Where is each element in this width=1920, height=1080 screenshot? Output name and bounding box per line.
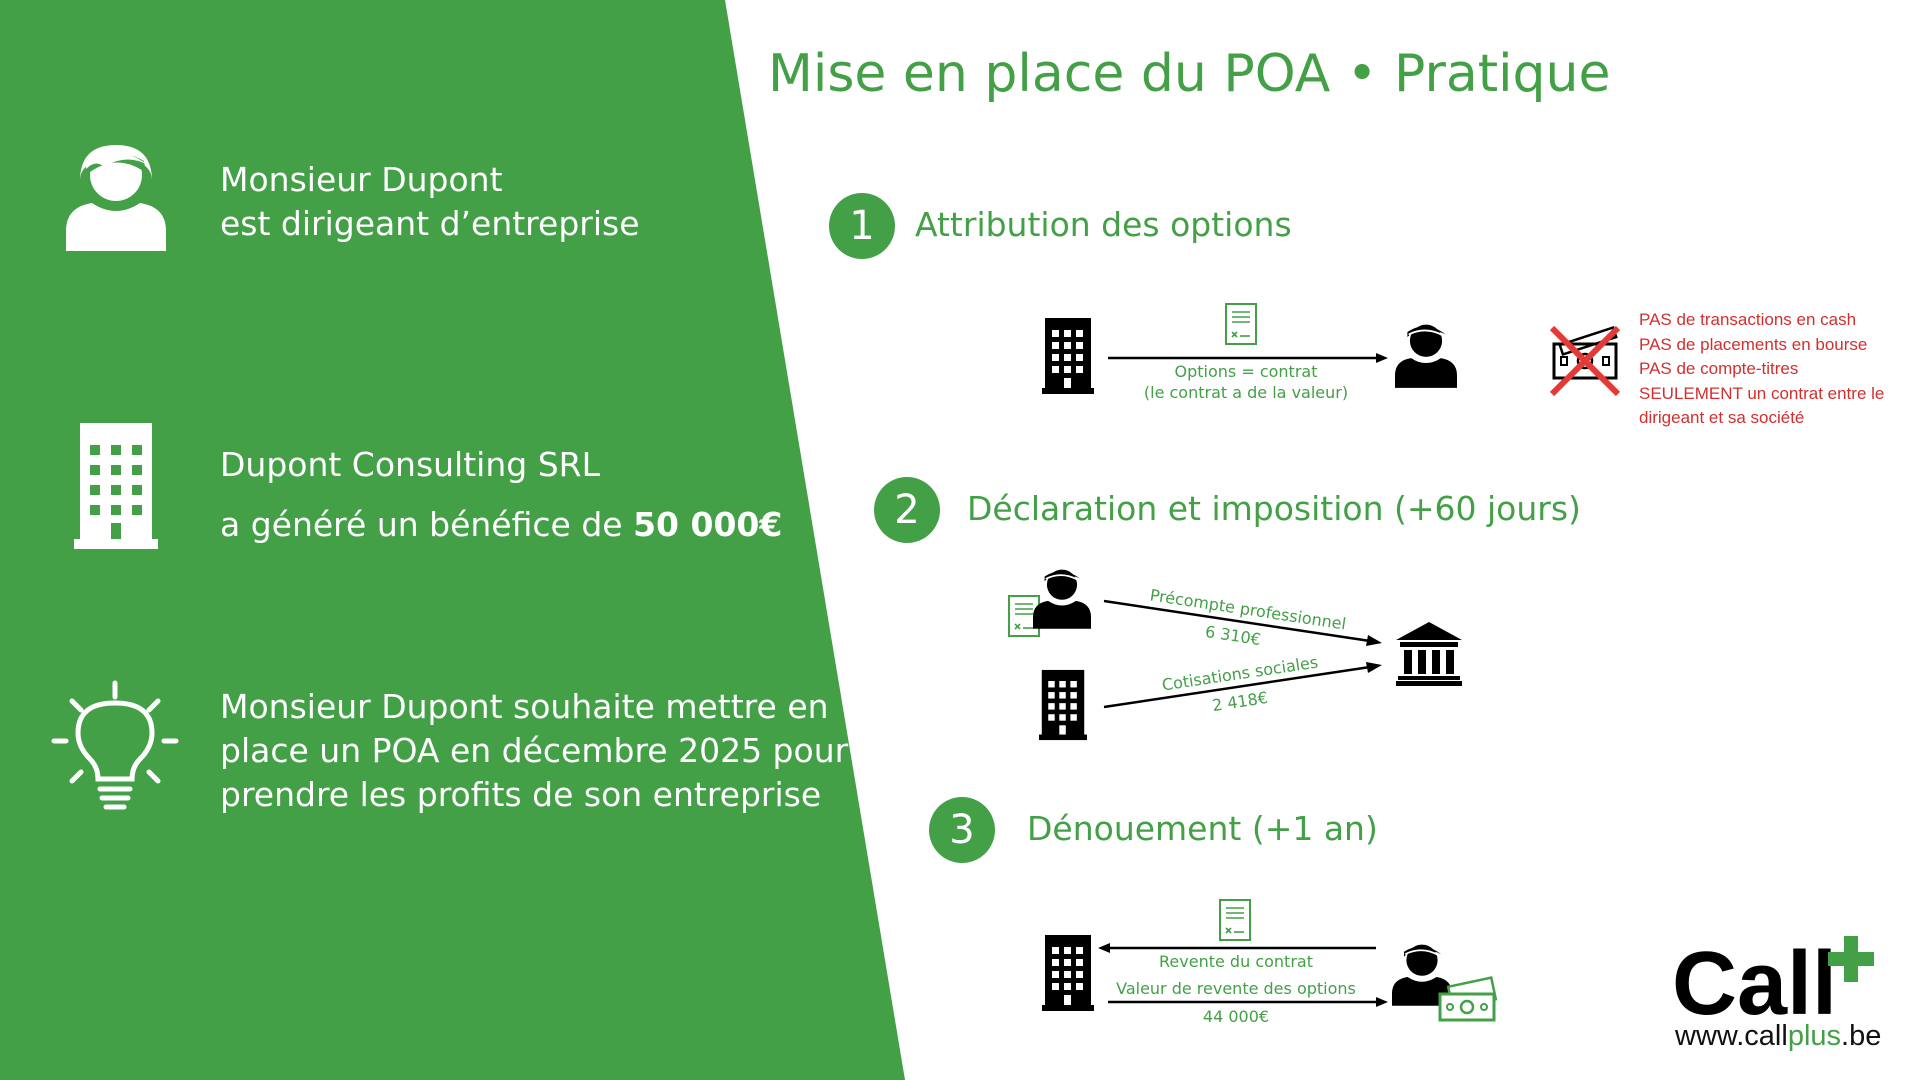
url-prefix: www.call: [1675, 1020, 1788, 1052]
step3-title: Dénouement (+1 an): [1027, 809, 1378, 848]
item3-line3: prendre les profits de son entreprise: [220, 775, 822, 814]
warning-item: PAS de compte-titres: [1639, 359, 1799, 378]
page-title: Mise en place du POA • Pratique: [768, 44, 1611, 104]
person-icon: [66, 145, 166, 251]
director-icon-step3: [1392, 944, 1452, 1006]
step1-arrow-label2: (le contrat a de la valeur): [1143, 383, 1349, 402]
warnings-list: PAS de transactions en cash PAS de place…: [1639, 308, 1884, 431]
item2-line1: Dupont Consulting SRL: [220, 445, 600, 484]
step1-number: 1: [829, 193, 895, 259]
step3-number: 3: [929, 797, 995, 863]
contract-resale-label: Revente du contrat: [1159, 952, 1313, 971]
arrow-company-to-director-payment: [1108, 997, 1388, 1007]
resale-value-label: Valeur de revente des options: [1116, 979, 1356, 998]
item3-line1: Monsieur Dupont souhaite mettre en: [220, 687, 829, 726]
director-icon-step2: [1033, 569, 1091, 629]
callplus-logo: Call: [1672, 934, 1874, 1034]
website-url: www.callplus.be: [1675, 1020, 1881, 1053]
step2-title: Déclaration et imposition (+60 jours): [967, 489, 1581, 528]
tax-arrows: [1103, 599, 1382, 709]
arrow-director-to-company: [1098, 943, 1376, 953]
resale-amount: 44 000€: [1202, 1007, 1270, 1026]
item1-line2: est dirigeant d’entreprise: [220, 204, 640, 243]
lightbulb-icon: [51, 680, 179, 810]
warning-item: PAS de placements en bourse: [1639, 334, 1868, 354]
no-cash-icon: [1549, 325, 1621, 397]
url-suffix: .be: [1841, 1020, 1882, 1052]
contract-document-icon-step3: [1219, 899, 1251, 941]
logo-text: Call: [1672, 934, 1837, 1034]
item1-line1: Monsieur Dupont: [220, 160, 503, 199]
arrow-company-to-director: [1108, 353, 1388, 363]
item2-line2-prefix: a généré un bénéfice de: [220, 505, 634, 544]
company-building-icon-step1: [1042, 318, 1094, 394]
step2-number: 2: [874, 477, 940, 543]
profit-amount: 50 000€: [633, 505, 783, 544]
item3-text: Monsieur Dupont souhaite mettre en place…: [220, 685, 848, 817]
contract-document-icon-step1: [1225, 303, 1257, 345]
warning-item: SEULEMENT un contrat entre le: [1639, 383, 1885, 403]
item2-line2: a généré un bénéfice de 50 000€: [220, 503, 782, 547]
item2-text: Dupont Consulting SRL a généré un bénéfi…: [220, 443, 782, 547]
step1-title: Attribution des options: [915, 205, 1292, 244]
company-building-icon-step2: [1039, 669, 1087, 741]
step1-arrow-label1: Options = contrat: [1174, 362, 1318, 381]
cash-money-icon: [1438, 976, 1498, 1022]
director-icon-step1: [1395, 324, 1457, 388]
warning-item: PAS de transactions en cash: [1639, 310, 1857, 329]
url-highlight: plus: [1787, 1020, 1842, 1052]
company-building-icon-step3: [1042, 935, 1094, 1011]
warning-item: dirigeant et sa société: [1639, 408, 1805, 427]
item3-line2: place un POA en décembre 2025 pour: [220, 731, 849, 770]
item1-text: Monsieur Dupont est dirigeant d’entrepri…: [220, 158, 640, 246]
bank-institution-icon: [1396, 622, 1462, 686]
building-icon: [74, 423, 158, 549]
